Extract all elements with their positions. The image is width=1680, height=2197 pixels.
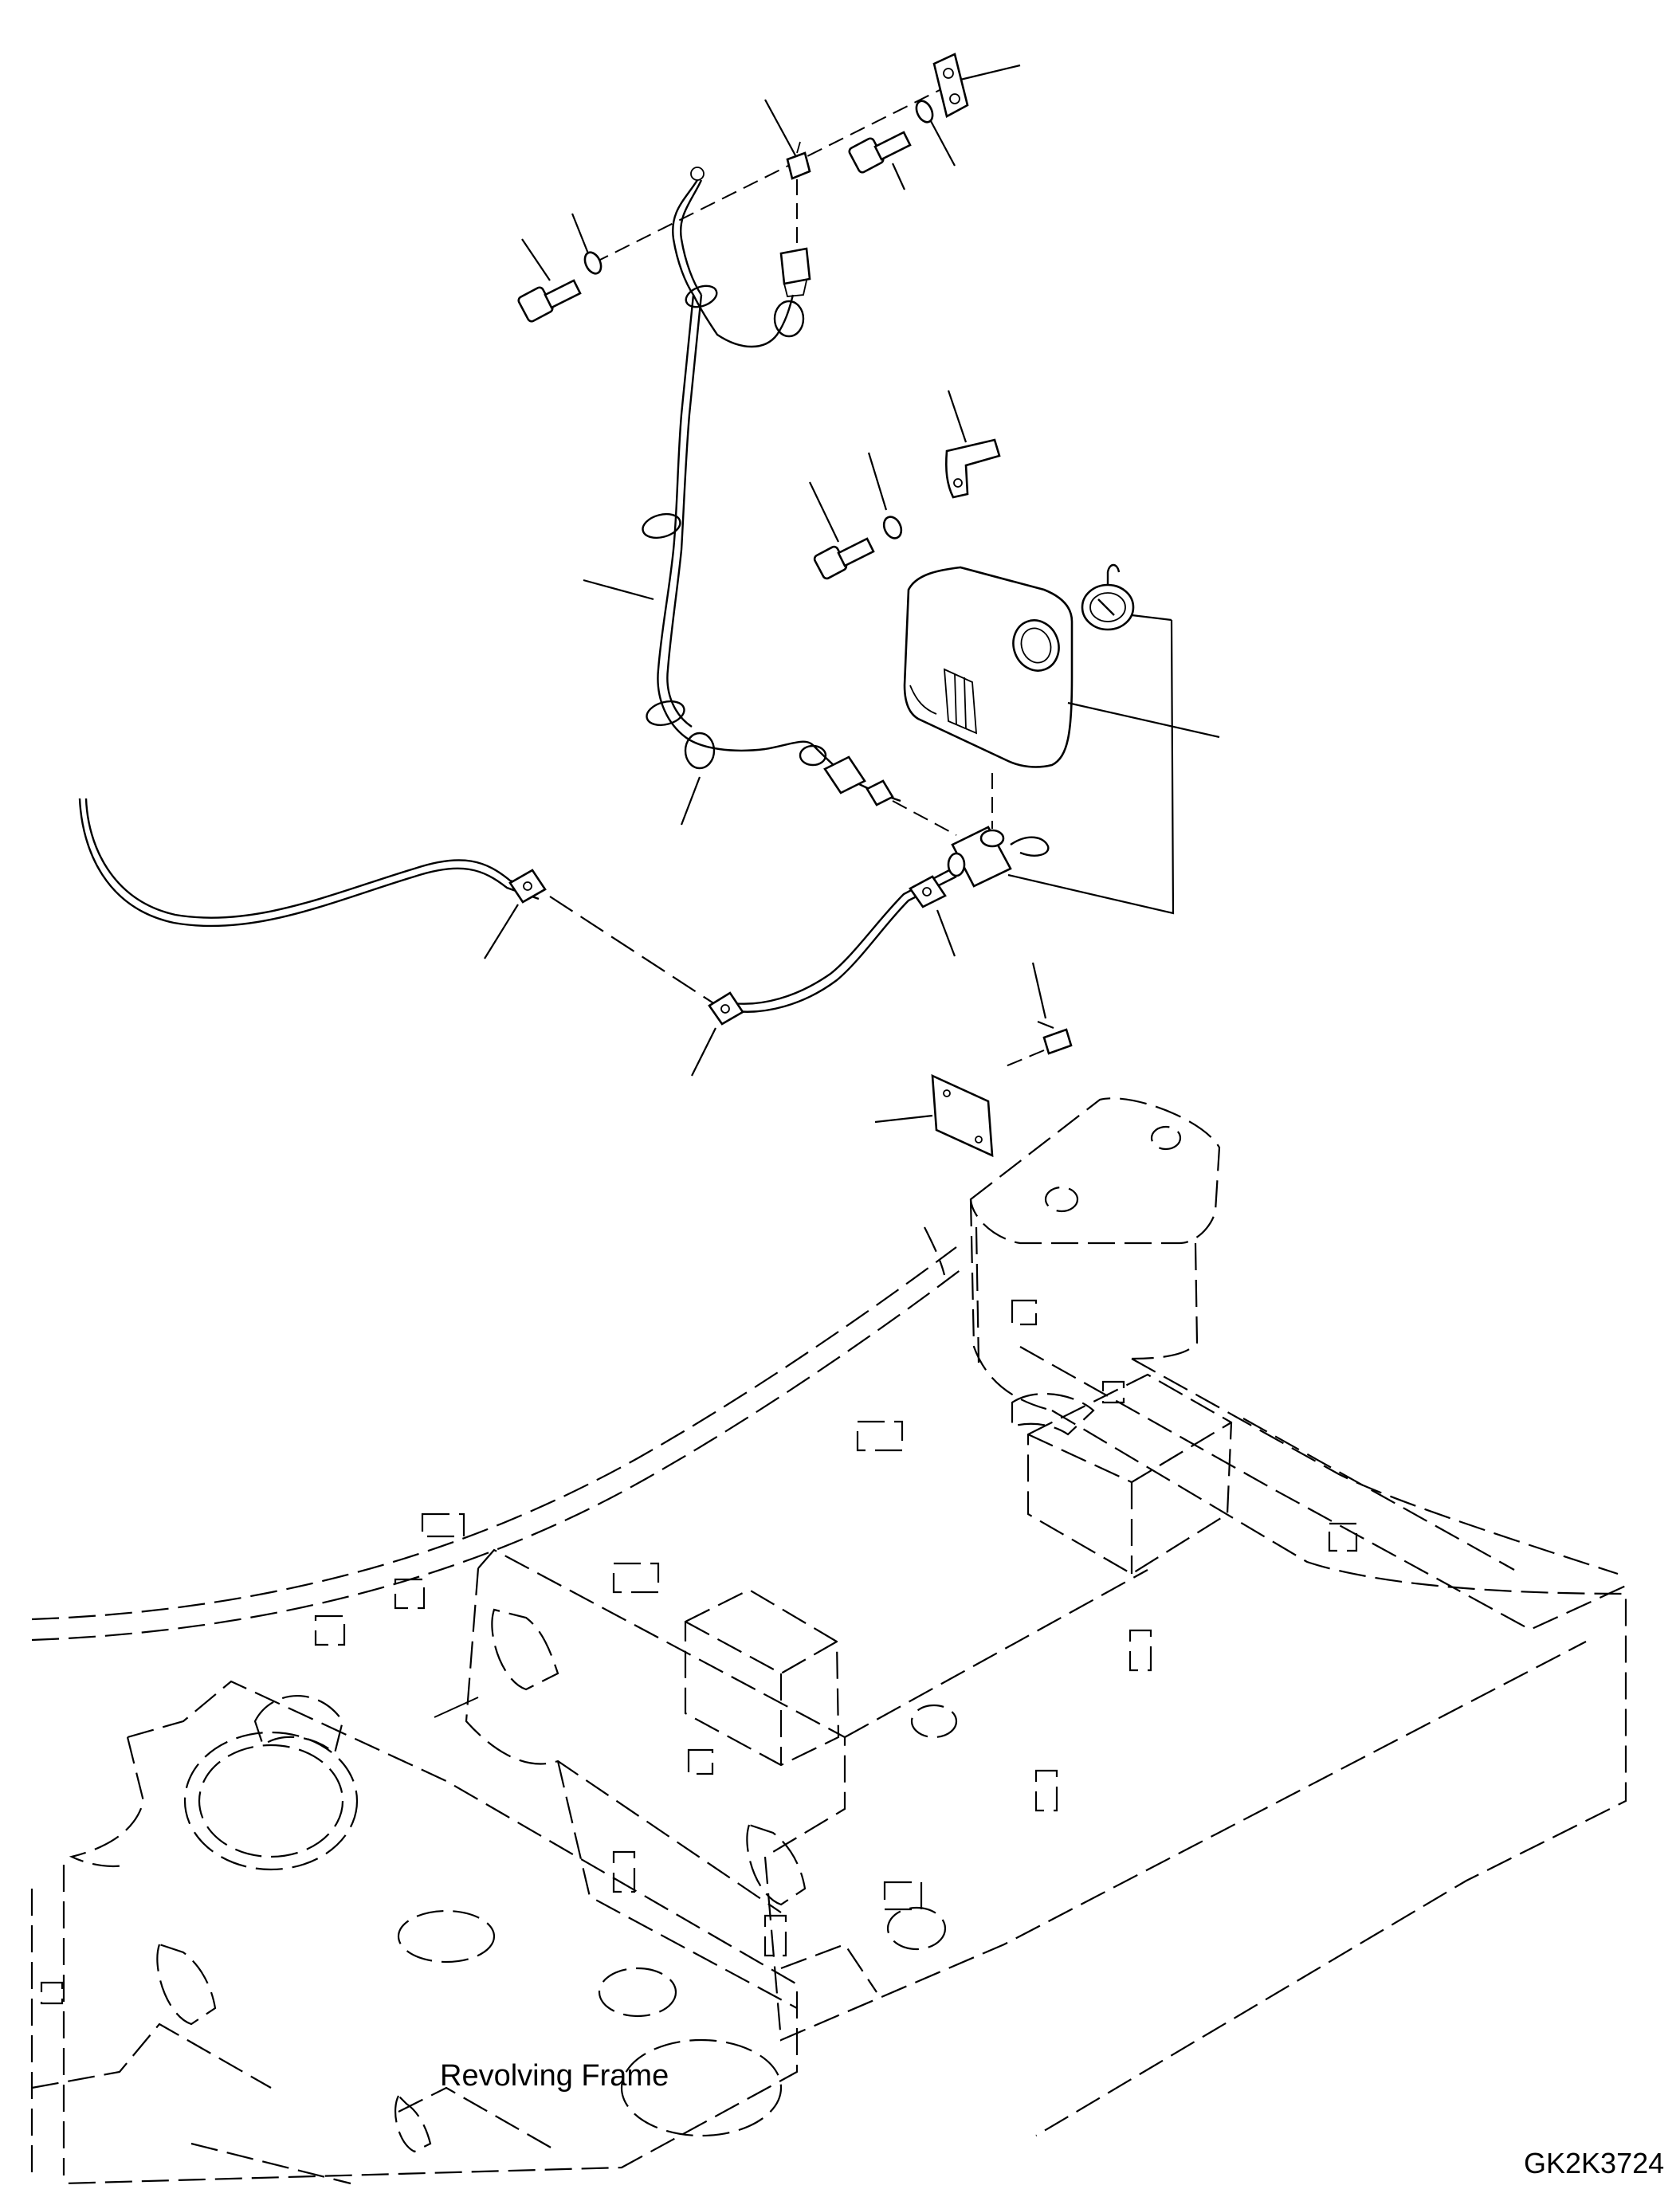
callout-leaders xyxy=(484,64,1220,1124)
washer-tank xyxy=(903,566,1074,768)
connector-box-upper xyxy=(779,247,811,297)
connector-link xyxy=(892,800,957,836)
frame-left-member xyxy=(477,1548,1587,2042)
bracket-washer xyxy=(882,516,903,539)
bracket-bolt xyxy=(813,537,875,580)
washer-pump-tee xyxy=(947,826,1050,888)
revolving-frame xyxy=(30,1097,1627,2185)
harness-clamp-2 xyxy=(642,512,681,539)
harness-clamp-3 xyxy=(646,700,685,727)
ground-terminal xyxy=(690,167,705,181)
long-wire xyxy=(84,798,543,919)
wire-break-dashed xyxy=(549,896,718,1006)
harness-clamp-1 xyxy=(685,284,718,308)
cover-plate xyxy=(931,1073,994,1158)
tank-cap xyxy=(1081,563,1135,631)
wire-lower xyxy=(728,875,957,1013)
frame-turntable-hole xyxy=(198,1744,344,1858)
wire-harness xyxy=(657,179,901,802)
frame-lower-plate xyxy=(63,1680,799,2185)
frame-boss xyxy=(969,1097,1221,1245)
washer-right xyxy=(915,100,934,124)
harness-assembly xyxy=(78,53,1220,1158)
harness-clamp-5 xyxy=(773,300,805,338)
harness-clamp-4 xyxy=(684,732,716,770)
frame-blocks xyxy=(40,1299,1358,2005)
frame-channel xyxy=(684,1588,840,1767)
bolt-right xyxy=(848,131,912,174)
frame-label: Revolving Frame xyxy=(440,2059,669,2093)
wire-clip-2 xyxy=(708,991,744,1026)
mounting-plate xyxy=(932,53,969,118)
washer-left xyxy=(583,251,603,275)
connector-top xyxy=(786,141,811,180)
frame-cross-beam xyxy=(1026,1373,1233,1575)
wire-clip-3 xyxy=(909,875,947,908)
assembly-centerline xyxy=(593,87,945,264)
frame-right-rail xyxy=(1035,1410,1627,2136)
cover-screw xyxy=(1005,1028,1073,1067)
connector-mid xyxy=(799,744,894,806)
wire-clip-1 xyxy=(508,869,547,904)
bolt-left xyxy=(517,279,582,323)
tank-bracket xyxy=(944,438,1001,499)
frame-outer-curve xyxy=(31,1246,957,1621)
figure-code: GK2K3724 xyxy=(1524,2147,1664,2179)
